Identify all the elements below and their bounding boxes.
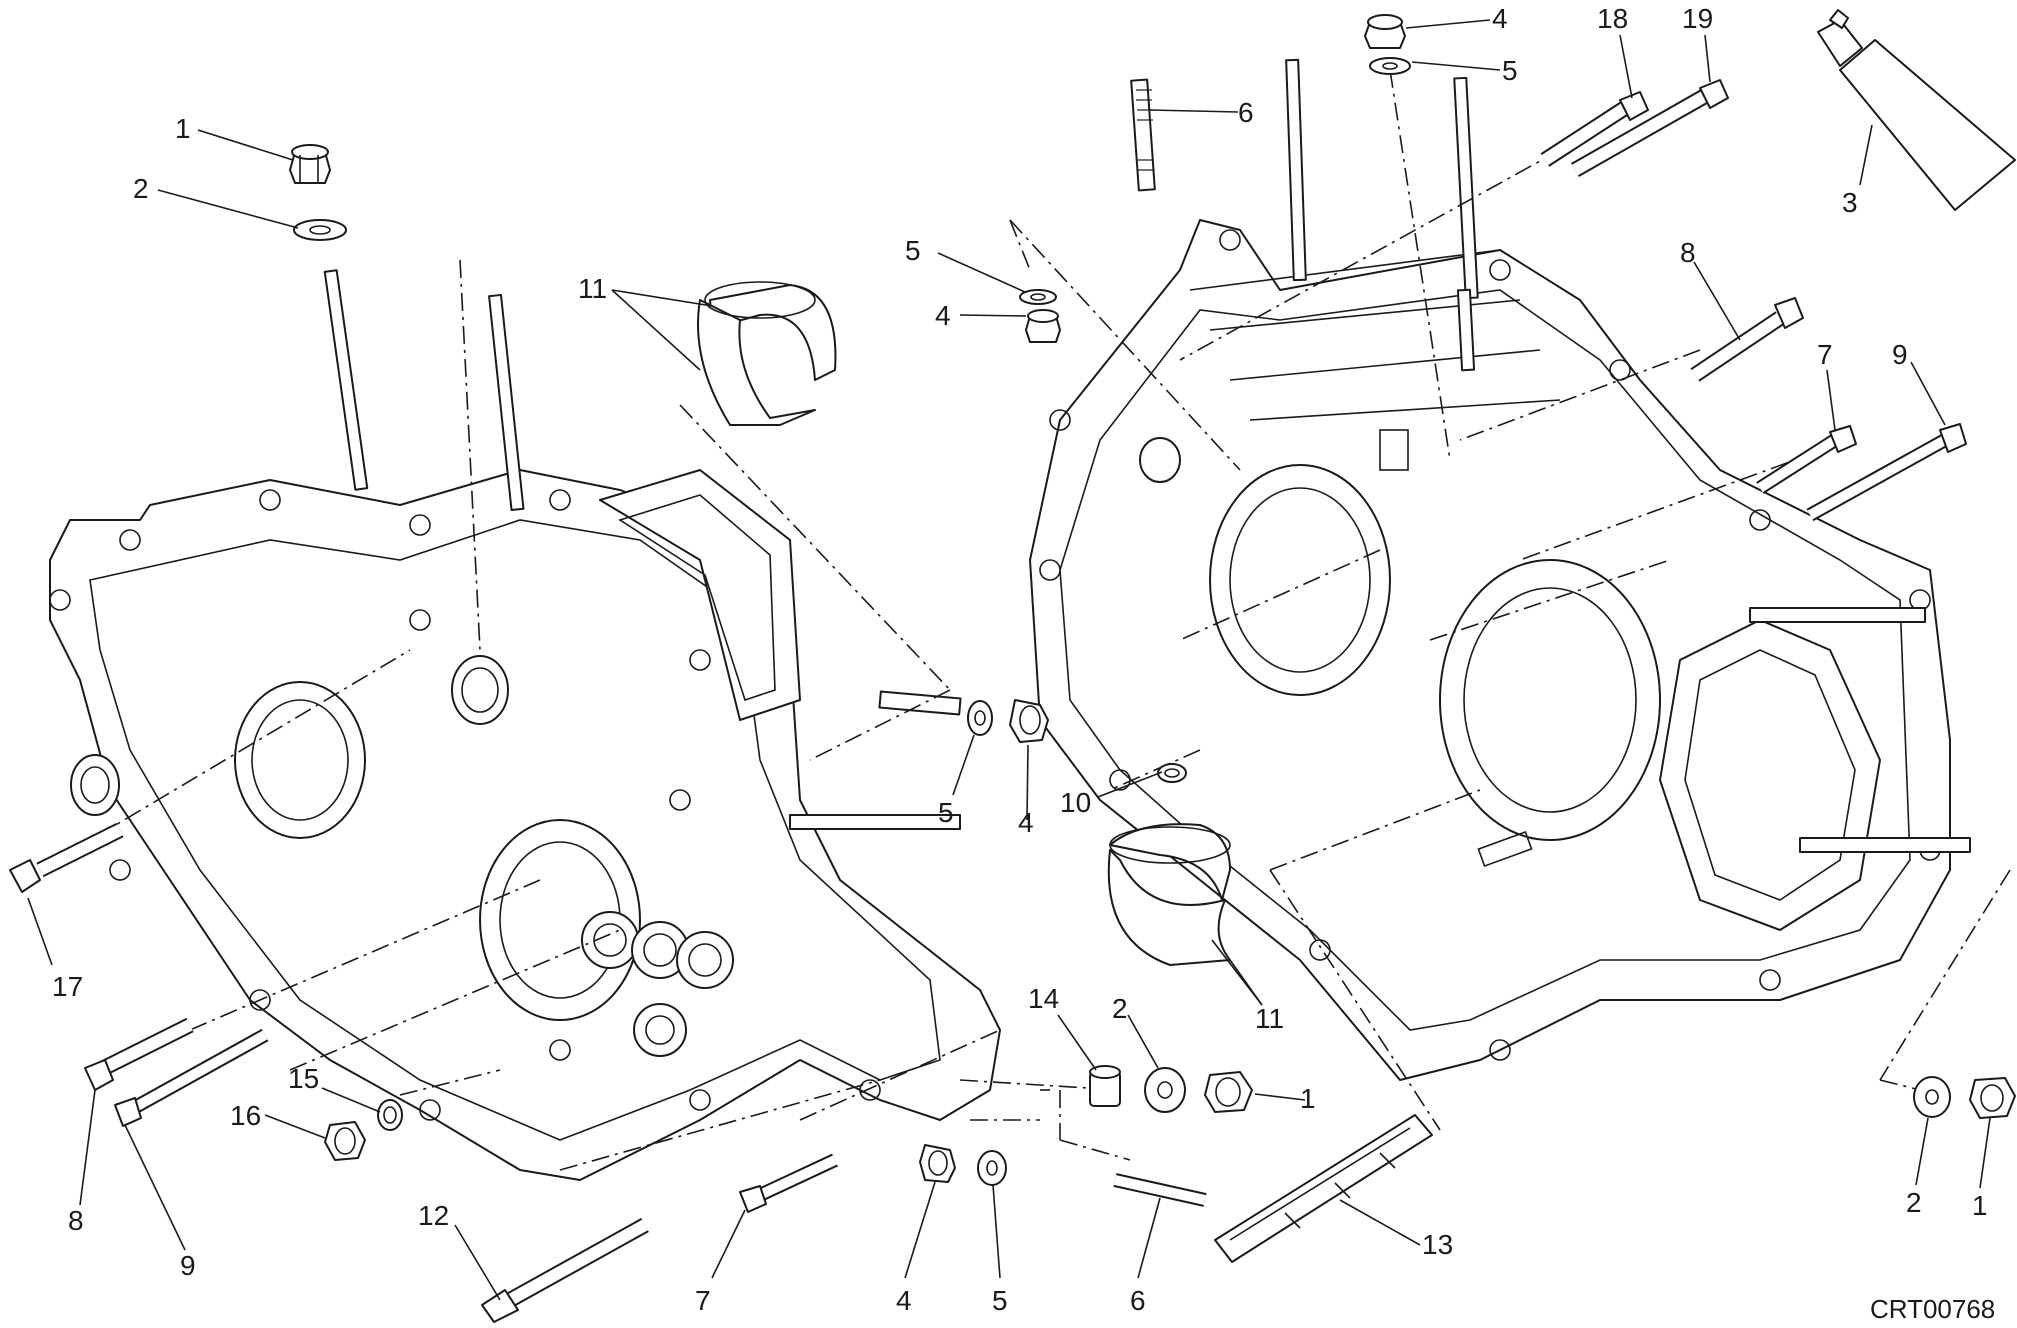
washer-middle-right [1144,1067,1186,1113]
callout-4: 4 [1492,3,1508,34]
drain-plug [324,1121,366,1161]
callout-5: 5 [905,235,921,266]
washer-top-left [293,219,347,241]
washer-middle-left [967,700,993,736]
callout-12: 12 [418,1200,449,1231]
stud-bottom [1113,1173,1207,1207]
nut-middle-right [1204,1071,1253,1113]
left-half-studs [323,269,962,830]
callout-16: 16 [230,1100,261,1131]
callout-17: 17 [52,971,83,1002]
callout-4: 4 [935,300,951,331]
drawing-code: CRT00768 [1870,1294,1995,1324]
callout-1: 1 [1972,1190,1988,1221]
callout-7: 7 [1817,339,1833,370]
bolt-9-left [114,1028,269,1127]
bolt-19 [1571,79,1729,177]
callout-11: 11 [578,273,607,304]
callout-5: 5 [938,797,954,828]
bolt-18 [1540,91,1649,167]
washer-bottom-right [1913,1076,1951,1118]
bolt-8-right [1690,297,1804,382]
callout-8: 8 [1680,237,1696,268]
callout-9: 9 [1892,339,1908,370]
callout-5: 5 [992,1285,1008,1316]
callout-7: 7 [695,1285,711,1316]
callout-labels: 1 2 11 5 4 6 4 5 18 19 3 8 7 9 5 4 10 17… [52,3,1995,1324]
callout-5: 5 [1502,55,1518,86]
callout-2: 2 [1112,993,1128,1024]
callout-14: 14 [1028,983,1059,1014]
callout-15: 15 [288,1063,319,1094]
callout-10: 10 [1060,787,1091,818]
sealant-tube [1817,9,2016,211]
callout-11: 11 [1255,1003,1284,1034]
bolt-7-left [739,1153,838,1213]
main-bearing-shell-upper [697,281,837,426]
callout-6: 6 [1130,1285,1146,1316]
callout-4: 4 [1018,807,1034,838]
nut-top-right [1364,14,1406,49]
dowel-bushing [1089,1065,1121,1107]
washer-top-right [1369,57,1411,75]
callout-13: 13 [1422,1229,1453,1260]
bolt-12 [481,1218,649,1323]
nut-middle-left [1009,699,1049,743]
callout-1: 1 [1300,1083,1316,1114]
bolt-17 [9,822,124,893]
plug-seal [377,1099,403,1131]
nut-bottom [919,1144,956,1183]
bolt-7-right [1756,425,1857,494]
bolt-8-left [84,1017,194,1091]
callout-4: 4 [896,1285,912,1316]
oil-strainer [1214,1114,1433,1263]
washer-bottom [977,1150,1007,1186]
stud-top [1130,78,1156,192]
callout-2: 2 [133,173,149,204]
leader-lines [27,19,1991,1301]
nut-bottom-right [1969,1077,2016,1119]
callout-18: 18 [1597,3,1628,34]
callout-3: 3 [1842,187,1858,218]
callout-2: 2 [1906,1187,1922,1218]
bolt-9-right [1806,423,1967,522]
washer-upper-center [1019,289,1057,305]
assembly-centerlines [39,69,2011,1171]
nut-upper-center [1025,309,1061,343]
left-crankcase-half [49,469,1001,1181]
main-bearing-shell-lower [1107,823,1231,966]
callout-8: 8 [68,1205,84,1236]
nut-top-left [289,144,331,184]
o-ring [1157,763,1187,783]
right-half-studs [1285,58,1971,853]
callout-1: 1 [175,113,191,144]
callout-19: 19 [1682,3,1713,34]
callout-6: 6 [1238,97,1254,128]
callout-9: 9 [180,1250,196,1281]
